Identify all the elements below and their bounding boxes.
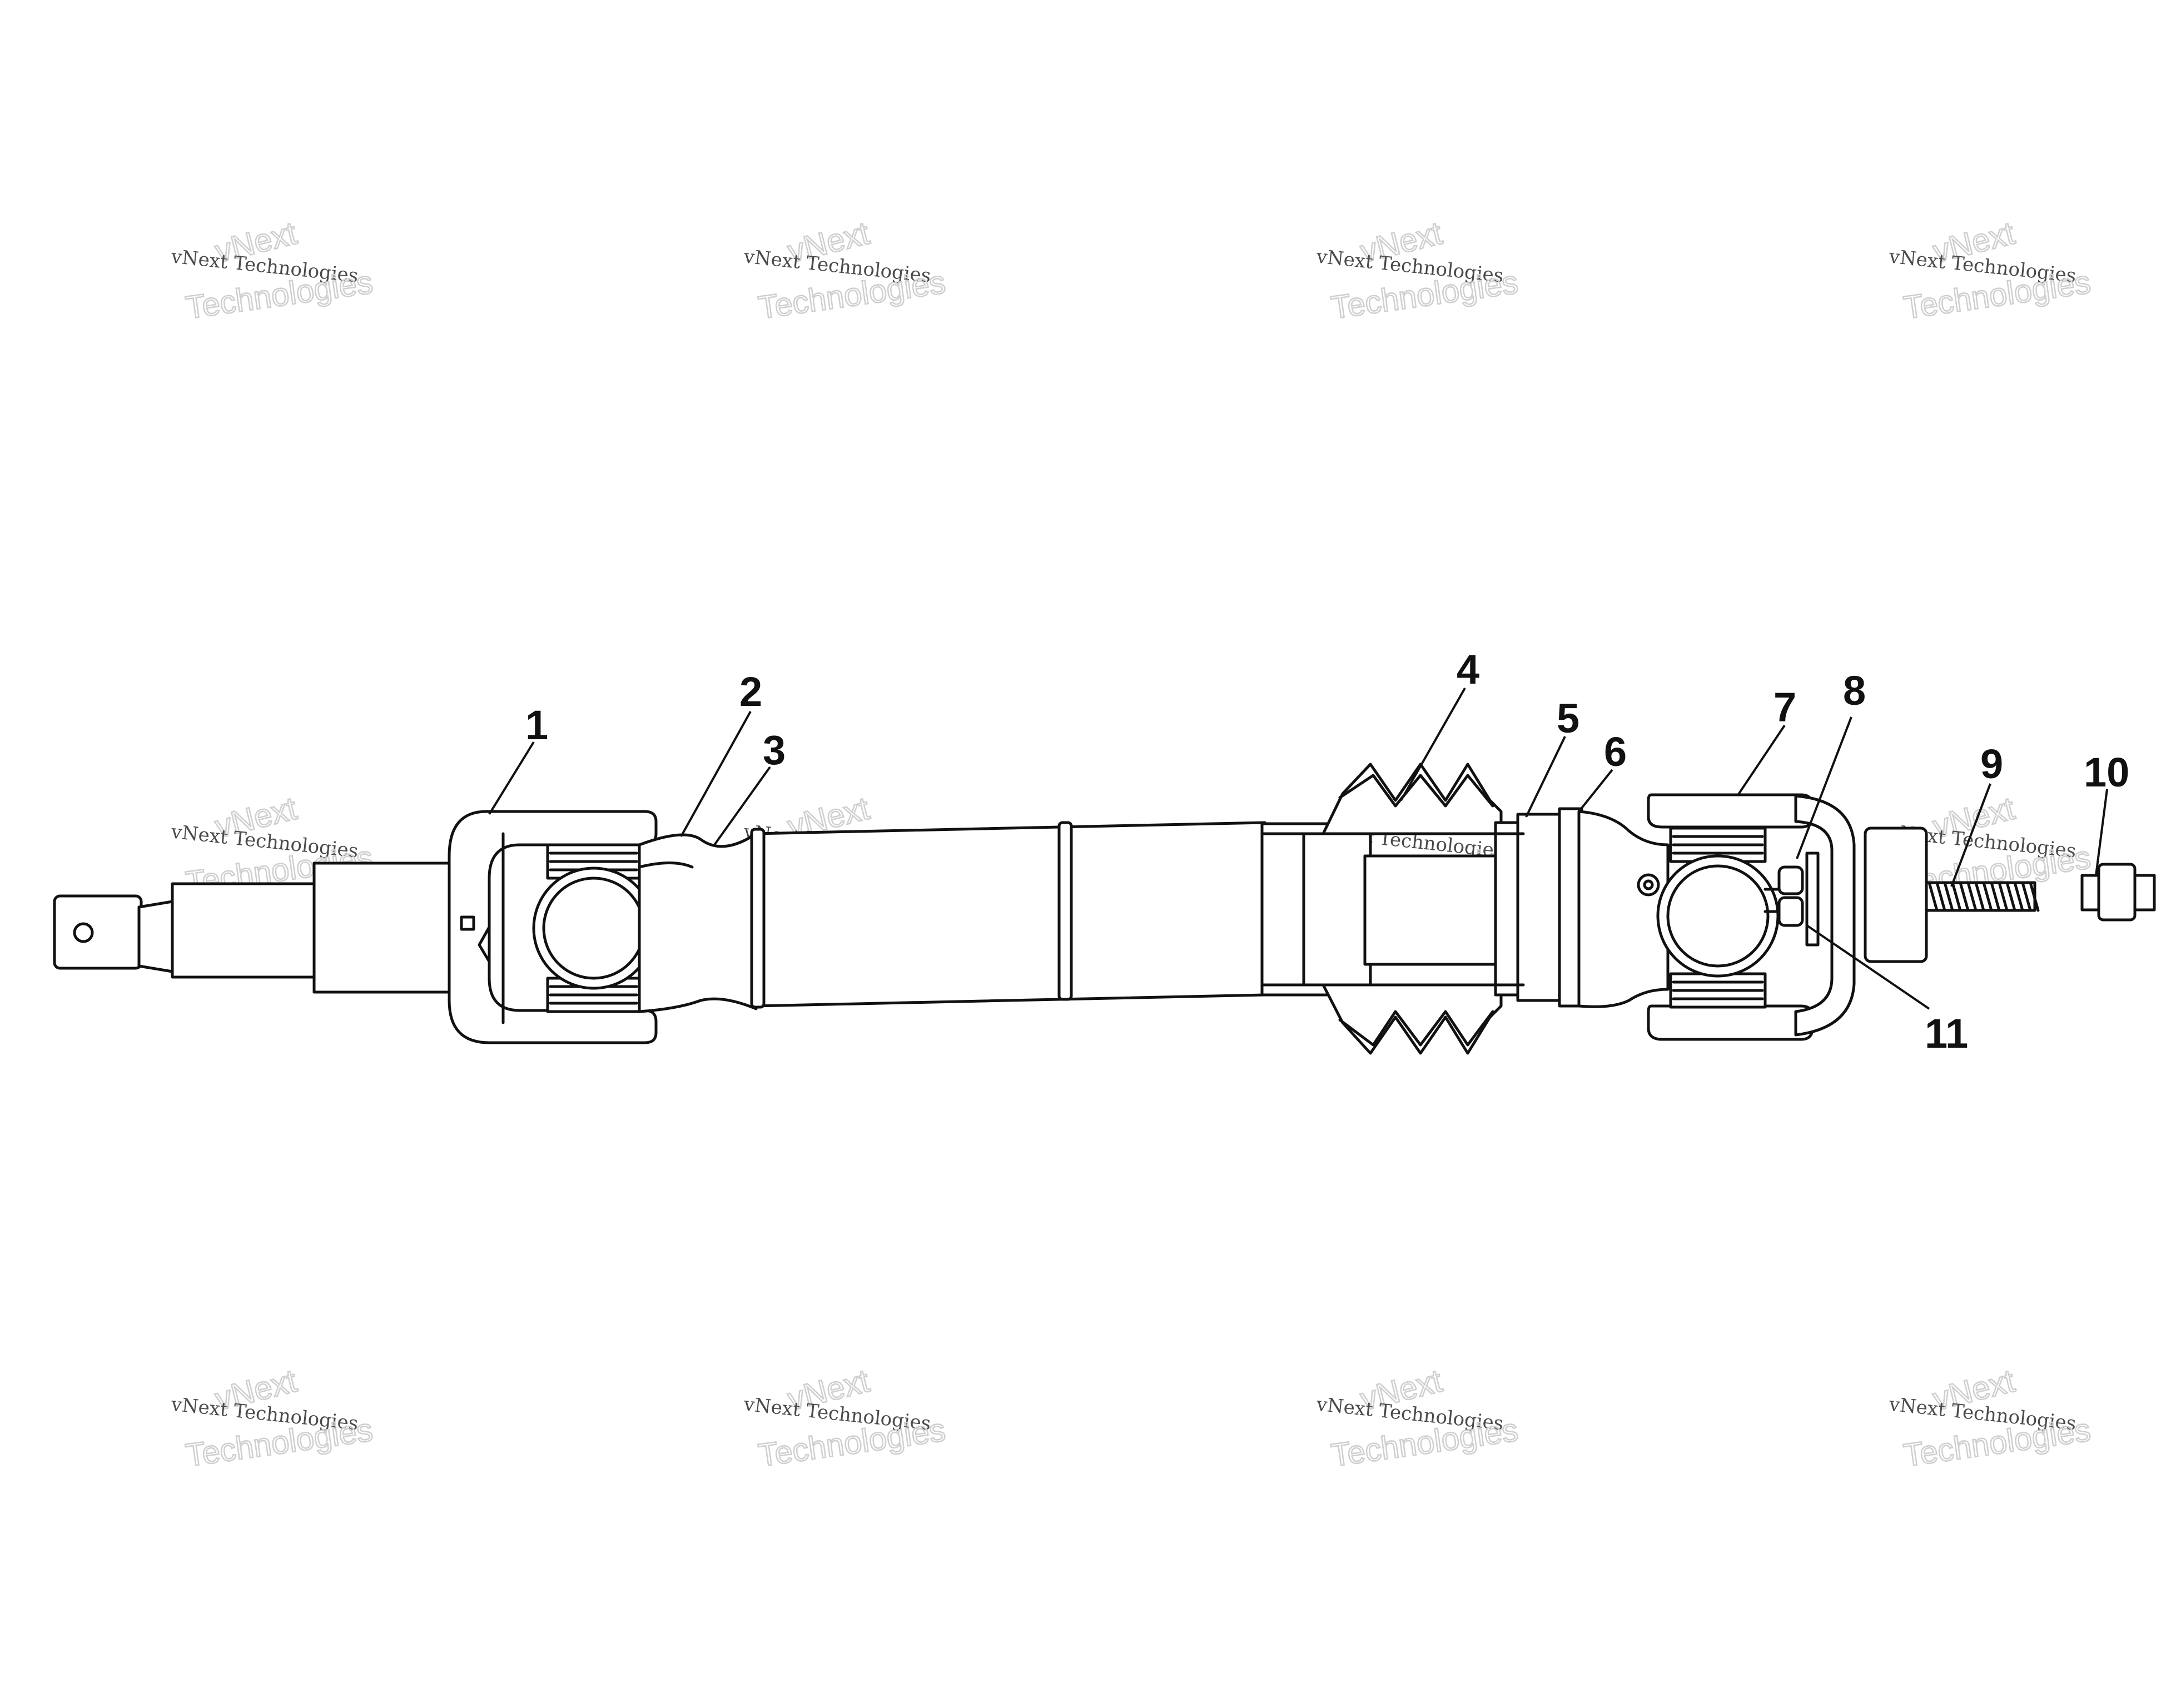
leader-3	[713, 766, 771, 846]
callout-2: 2	[739, 669, 762, 715]
leader-4	[1400, 688, 1466, 801]
leader-6	[1578, 769, 1613, 813]
callout-1: 1	[525, 702, 548, 748]
main-tube	[750, 821, 1266, 1009]
callout-10: 10	[2084, 749, 2129, 795]
leader-8	[1796, 716, 1852, 859]
leader-1	[488, 741, 535, 815]
leader-11	[1806, 924, 1930, 1010]
left-stub-shaft	[137, 862, 463, 994]
left-end-tab	[53, 894, 143, 970]
callout-3: 3	[763, 727, 786, 773]
leader-10	[2095, 789, 2108, 876]
leader-9	[1950, 783, 1991, 887]
callout-6: 6	[1604, 729, 1627, 775]
left-yoke-neck	[638, 832, 758, 1013]
drive-shaft-assembly	[53, 763, 2156, 1055]
callout-8: 8	[1843, 668, 1866, 714]
right-hub-threaded-end	[1864, 826, 2156, 963]
callout-9: 9	[1980, 741, 2003, 787]
callout-leaders	[488, 688, 2108, 1010]
right-yoke-neck	[1577, 810, 1670, 1008]
protective-boot	[1260, 763, 1503, 1055]
leader-7	[1736, 724, 1786, 797]
leader-2	[680, 711, 752, 837]
leader-5	[1525, 736, 1566, 818]
callout-7: 7	[1773, 684, 1796, 730]
callout-5: 5	[1557, 695, 1579, 741]
right-universal-joint	[1637, 793, 1856, 1041]
callout-11: 11	[1925, 1010, 1968, 1057]
callout-labels: 1 2 3 4 5 6 7 8 9 10 11	[525, 646, 2129, 1057]
callout-4: 4	[1457, 646, 1479, 693]
